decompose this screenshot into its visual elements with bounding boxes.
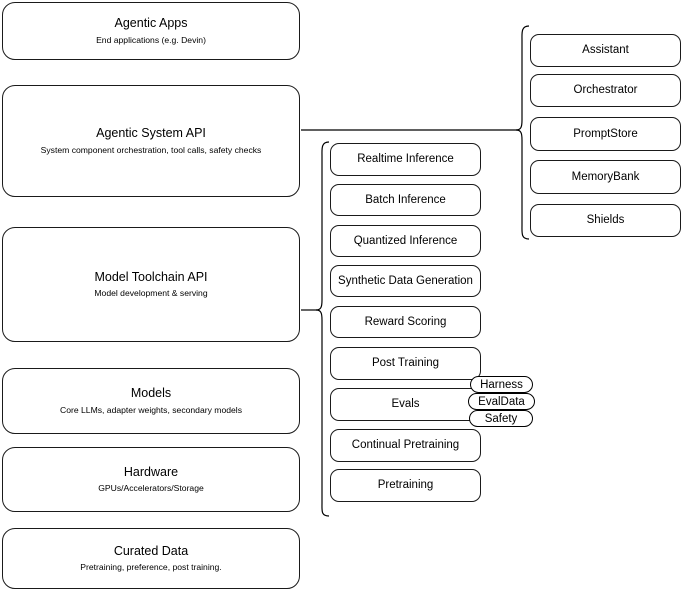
badge-safety[interactable]: Safety xyxy=(469,410,533,427)
bracket-toolchain-capabilities xyxy=(315,141,330,517)
capability-label: Evals xyxy=(391,398,420,411)
capability-continual-pretraining[interactable]: Continual Pretraining xyxy=(330,429,481,462)
component-orchestrator[interactable]: Orchestrator xyxy=(530,74,681,107)
component-promptstore[interactable]: PromptStore xyxy=(530,117,681,151)
capability-label: Realtime Inference xyxy=(357,153,454,166)
layer-title: Hardware xyxy=(123,464,179,479)
layer-subtitle: Pretraining, preference, post training. xyxy=(80,562,222,573)
component-shields[interactable]: Shields xyxy=(530,204,681,237)
layer-title: Agentic Apps xyxy=(114,16,188,31)
layer-subtitle: End applications (e.g. Devin) xyxy=(96,34,206,45)
capability-pretraining[interactable]: Pretraining xyxy=(330,469,481,502)
capability-post-training[interactable]: Post Training xyxy=(330,347,481,380)
component-label: Orchestrator xyxy=(573,84,638,97)
layer-title: Model Toolchain API xyxy=(94,269,208,284)
layer-title: Models xyxy=(130,386,172,401)
capability-label: Reward Scoring xyxy=(364,315,447,328)
component-label: Shields xyxy=(586,214,625,227)
capability-label: Batch Inference xyxy=(365,193,446,206)
layer-hardware[interactable]: Hardware GPUs/Accelerators/Storage xyxy=(2,447,300,512)
bracket-system-components xyxy=(515,25,530,240)
badge-evaldata[interactable]: EvalData xyxy=(468,393,535,410)
layer-agentic-system-api[interactable]: Agentic System API System component orch… xyxy=(2,85,300,197)
layer-models[interactable]: Models Core LLMs, adapter weights, secon… xyxy=(2,368,300,434)
badge-harness[interactable]: Harness xyxy=(470,376,533,393)
capability-label: Synthetic Data Generation xyxy=(338,274,473,287)
layer-subtitle: GPUs/Accelerators/Storage xyxy=(98,483,204,494)
capability-synthetic-data-generation[interactable]: Synthetic Data Generation xyxy=(330,265,481,297)
capability-evals[interactable]: Evals xyxy=(330,388,481,421)
layer-agentic-apps[interactable]: Agentic Apps End applications (e.g. Devi… xyxy=(2,2,300,60)
capability-reward-scoring[interactable]: Reward Scoring xyxy=(330,306,481,338)
layer-subtitle: Model development & serving xyxy=(94,288,208,299)
layer-subtitle: Core LLMs, adapter weights, secondary mo… xyxy=(60,404,242,415)
capability-realtime-inference[interactable]: Realtime Inference xyxy=(330,143,481,176)
layer-model-toolchain-api[interactable]: Model Toolchain API Model development & … xyxy=(2,227,300,342)
layer-subtitle: System component orchestration, tool cal… xyxy=(40,144,262,155)
capability-label: Quantized Inference xyxy=(353,234,458,247)
capability-label: Pretraining xyxy=(377,479,434,492)
component-label: MemoryBank xyxy=(571,170,640,183)
component-assistant[interactable]: Assistant xyxy=(530,34,681,67)
layer-title: Curated Data xyxy=(113,543,189,558)
capability-batch-inference[interactable]: Batch Inference xyxy=(330,184,481,216)
layer-curated-data[interactable]: Curated Data Pretraining, preference, po… xyxy=(2,528,300,589)
capability-label: Continual Pretraining xyxy=(351,439,460,452)
layer-title: Agentic System API xyxy=(96,126,206,141)
component-label: Assistant xyxy=(582,44,629,57)
component-memorybank[interactable]: MemoryBank xyxy=(530,160,681,194)
capability-label: Post Training xyxy=(371,357,440,370)
capability-quantized-inference[interactable]: Quantized Inference xyxy=(330,225,481,257)
component-label: PromptStore xyxy=(573,127,638,140)
